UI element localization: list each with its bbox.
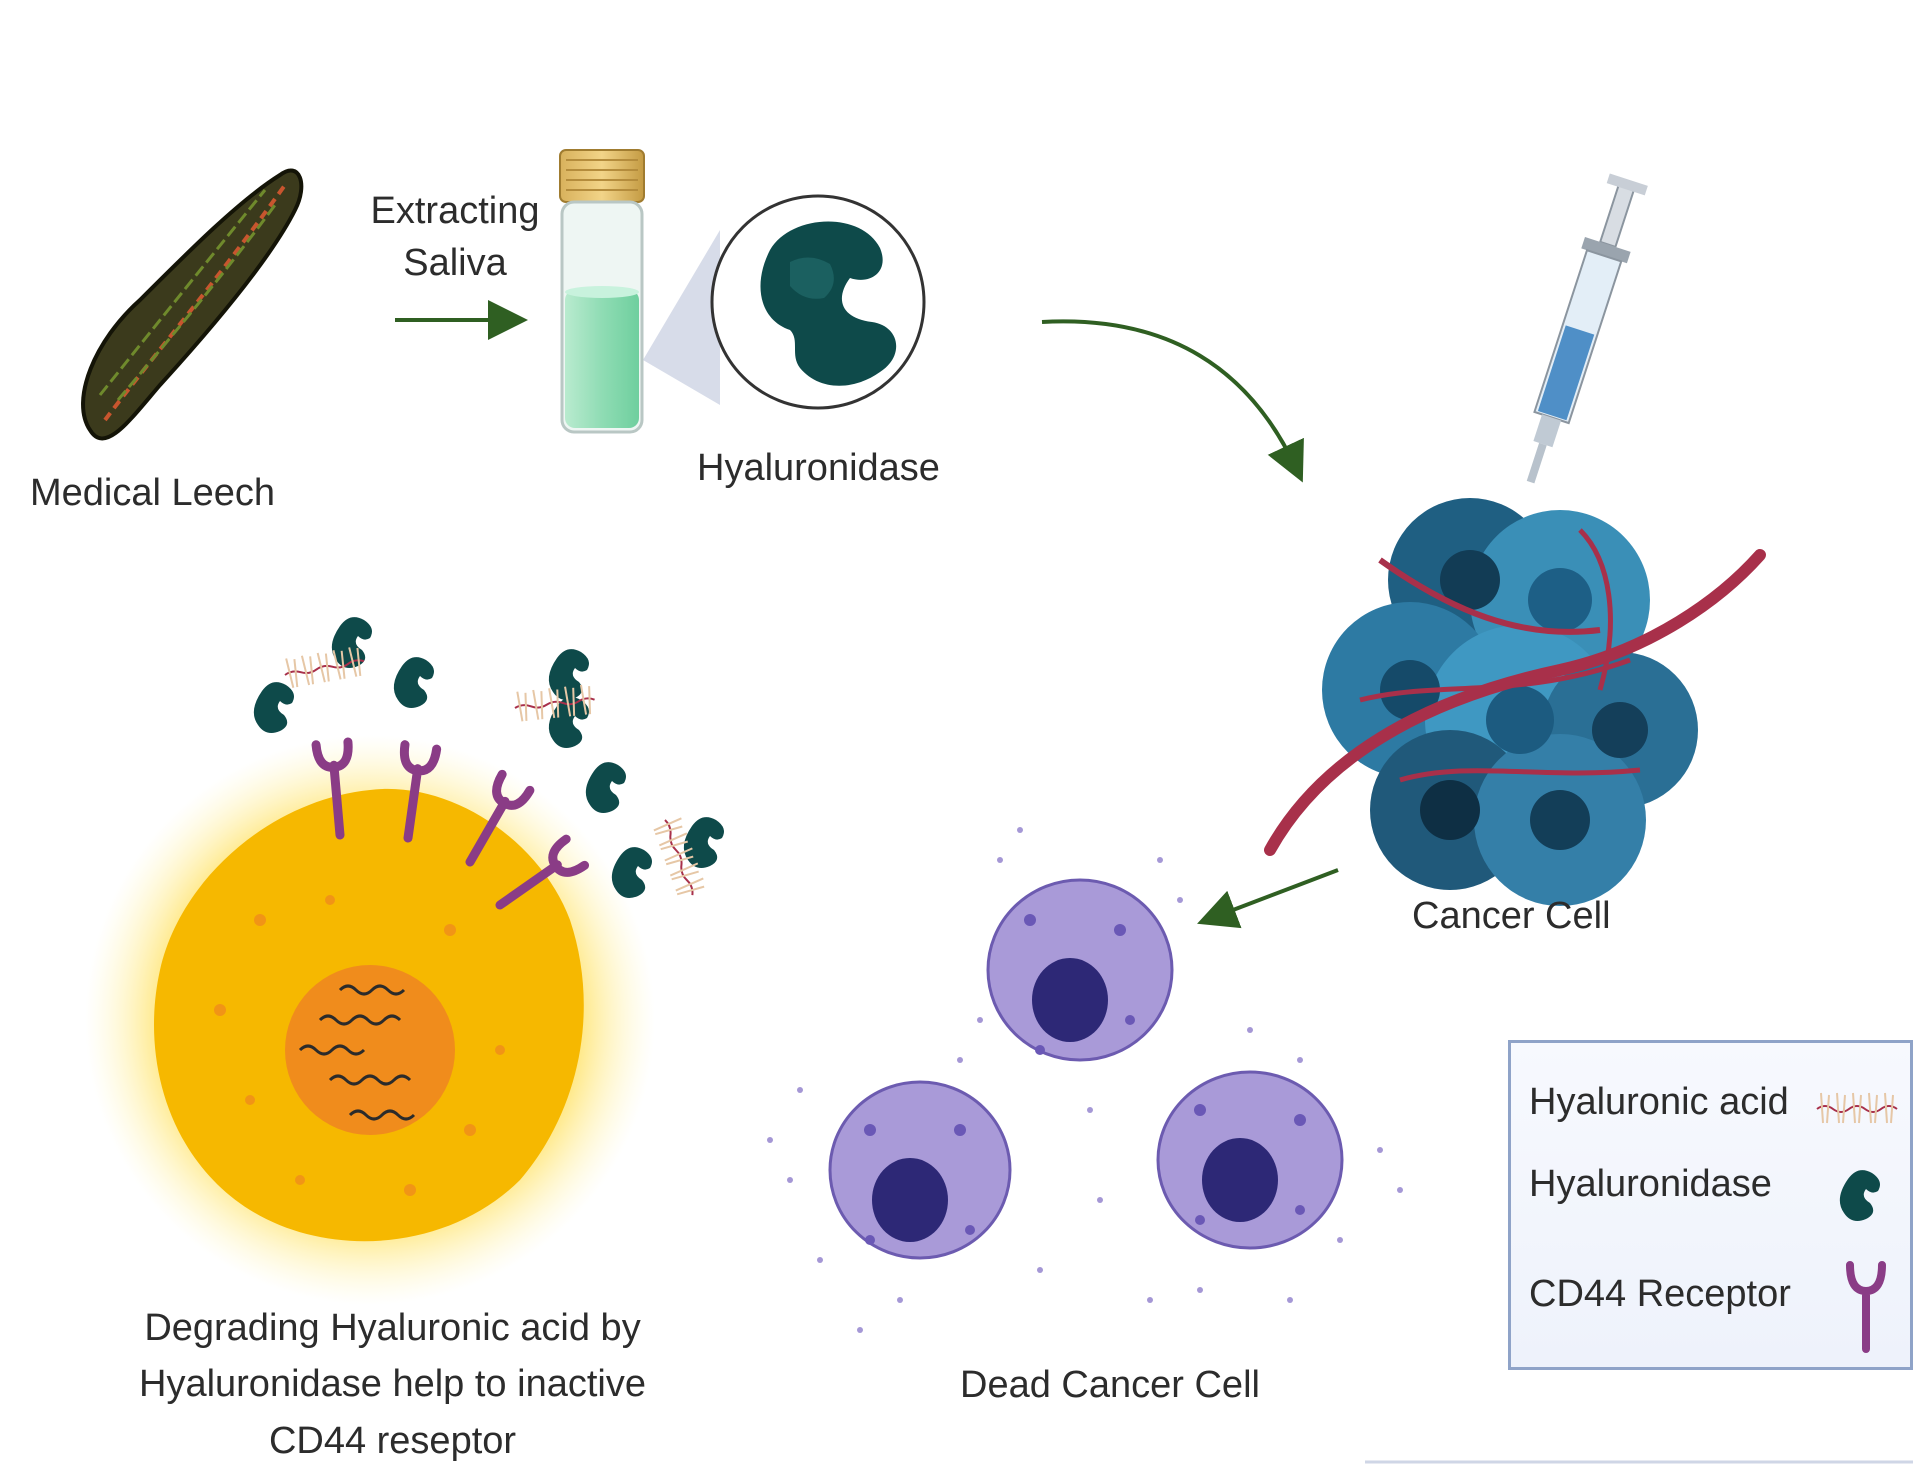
label-degrading-line3: CD44 reseptor — [268, 1419, 517, 1462]
label-medical-leech: Medical Leech — [30, 472, 276, 514]
label-cancer-cell: Cancer Cell — [1412, 895, 1611, 937]
arrow-to-tumor — [1041, 319, 1304, 483]
legend-item-hyaluronic-acid: Hyaluronic acid — [1529, 1081, 1789, 1123]
arrow-to-dead-cells — [1197, 868, 1339, 929]
label-extracting-line2: Saliva — [403, 242, 507, 285]
label-degrading-line1: Degrading Hyaluronic acid by — [144, 1307, 641, 1349]
legend-item-cd44-receptor: CD44 Receptor — [1529, 1273, 1791, 1315]
leech-illustration — [81, 168, 304, 441]
label-extracting: Extracting Saliva — [355, 188, 555, 287]
cd44-receptor-icon — [1846, 1261, 1886, 1353]
saliva-vial — [559, 149, 645, 434]
hyaluronidase-enzyme-large — [760, 221, 897, 386]
label-dead-cancer-cell: Dead Cancer Cell — [960, 1364, 1260, 1406]
legend-item-hyaluronidase: Hyaluronidase — [1529, 1163, 1772, 1205]
dead-cancer-cells — [767, 827, 1403, 1333]
label-hyaluronidase: Hyaluronidase — [697, 447, 940, 489]
label-extracting-line1: Extracting — [370, 190, 540, 232]
tumor-cluster — [1264, 498, 1766, 906]
syringe — [1526, 173, 1648, 484]
zoom-cone — [643, 230, 720, 405]
legend-box: Hyaluronic acid Hyaluronidase CD44 Recep… — [1508, 1040, 1913, 1370]
label-degrading-line2: Hyaluronidase help to inactive — [139, 1363, 646, 1406]
hyaluronic-acid-icon — [1816, 1092, 1898, 1124]
cd44-cell — [85, 735, 655, 1305]
label-degrading: Degrading Hyaluronic acid by Hyaluronida… — [90, 1305, 695, 1464]
hyaluronidase-icon — [1839, 1170, 1880, 1221]
